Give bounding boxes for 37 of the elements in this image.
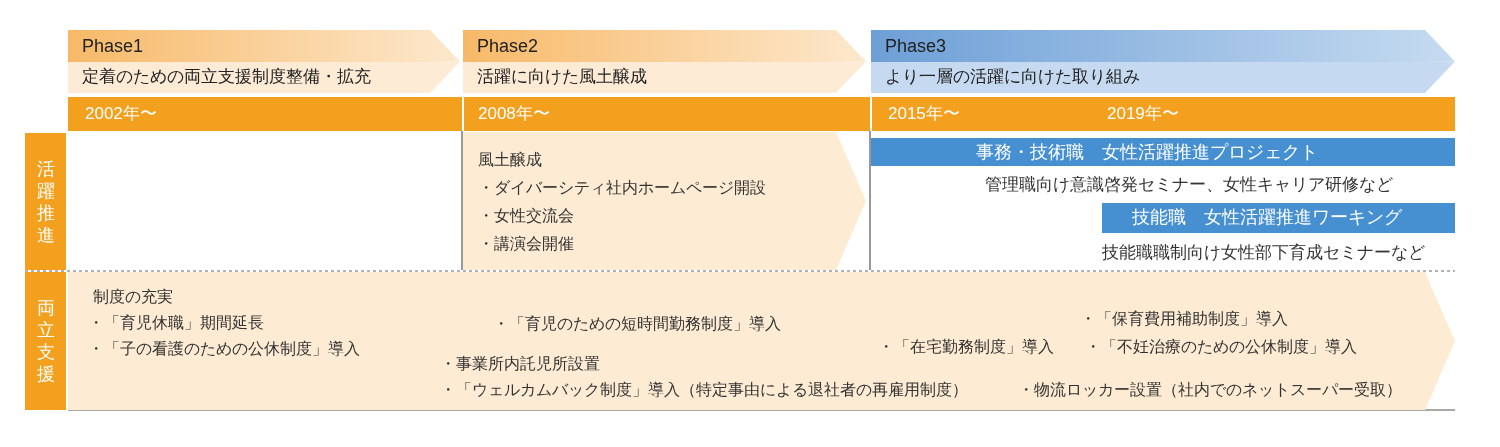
list-item: ・「子の看護のための公休制度」導入 bbox=[88, 339, 360, 359]
list-item: ・物流ロッカー設置（社内でのネットスーパー受取） bbox=[1018, 380, 1402, 400]
year-label: 2008年〜 bbox=[478, 103, 550, 125]
bar-title: 事務・技術職 女性活躍推進プロジェクト bbox=[976, 141, 1318, 164]
list-item: ・「保育費用補助制度」導入 bbox=[1080, 309, 1288, 329]
list-item: ・「ウェルカムバック制度」導入（特定事由による退社者の再雇用制度） bbox=[440, 380, 968, 400]
phase-title: Phase1 bbox=[82, 35, 144, 57]
list-item: ・「在宅勤務制度」導入 bbox=[878, 337, 1054, 357]
phase-title: Phase3 bbox=[885, 35, 947, 57]
row-header bbox=[25, 133, 66, 270]
phase-subtitle: 定着のための両立支援制度整備・拡充 bbox=[82, 66, 371, 88]
bar-title: 技能職 女性活躍推進ワーキング bbox=[1132, 206, 1402, 229]
bar-note: 技能職職制向け女性部下育成セミナーなど bbox=[1102, 242, 1425, 264]
phase-subtitle: より一層の活躍に向けた取り組み bbox=[885, 66, 1140, 88]
list-item: ・「育児休職」期間延長 bbox=[88, 313, 264, 333]
list-item: ・「育児のための短時間勤務制度」導入 bbox=[493, 314, 781, 334]
list-heading: 制度の充実 bbox=[93, 287, 173, 307]
list-item: ・「不妊治療のための公休制度」導入 bbox=[1085, 337, 1357, 357]
list-item: ・事業所内託児所設置 bbox=[440, 354, 600, 374]
activity-panel bbox=[463, 132, 866, 270]
list-heading: 風土醸成 bbox=[478, 150, 542, 170]
list-item: ・講演会開催 bbox=[478, 234, 574, 254]
list-item: ・女性交流会 bbox=[478, 206, 574, 226]
phase-banner bbox=[68, 30, 460, 93]
support-panel bbox=[68, 272, 1455, 410]
phase-title: Phase2 bbox=[477, 35, 539, 57]
year-label: 2002年〜 bbox=[85, 103, 157, 125]
year-label: 2019年〜 bbox=[1107, 103, 1179, 125]
phase-subtitle: 活躍に向けた風土醸成 bbox=[477, 66, 647, 88]
row-header bbox=[25, 272, 66, 410]
phase-banner bbox=[463, 30, 866, 93]
row-heading: 両立支援 bbox=[36, 297, 55, 385]
year-label: 2015年〜 bbox=[888, 103, 960, 125]
row-heading: 活躍推進 bbox=[36, 157, 55, 246]
phase-banner bbox=[871, 30, 1455, 93]
list-item: ・ダイバーシティ社内ホームページ開設 bbox=[478, 178, 766, 198]
bar-note: 管理職向け意識啓発セミナー、女性キャリア研修など bbox=[985, 174, 1393, 196]
